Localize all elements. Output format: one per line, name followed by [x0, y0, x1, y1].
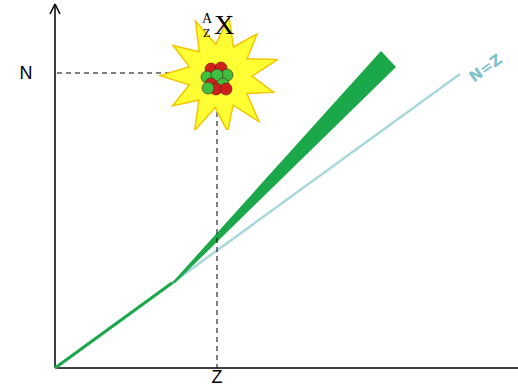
element-symbol: X	[214, 11, 234, 39]
stability-line	[55, 283, 172, 368]
z-axis-label: Z	[212, 368, 223, 386]
n-axis-label: N	[20, 64, 33, 82]
n-axis-arrow	[55, 4, 60, 14]
nucleon	[220, 83, 232, 95]
n-axis	[54, 4, 56, 368]
n-equals-z-label: N=Z	[467, 51, 505, 84]
atomic-number: Z	[203, 27, 210, 39]
z-guide-dashed	[217, 94, 218, 368]
stability-band	[170, 51, 396, 285]
mass-number: A	[202, 12, 212, 26]
nuclide-starburst: AZX	[158, 6, 278, 130]
nucleon	[202, 82, 214, 94]
z-axis	[55, 367, 518, 369]
n-axis-arrow	[50, 4, 55, 14]
